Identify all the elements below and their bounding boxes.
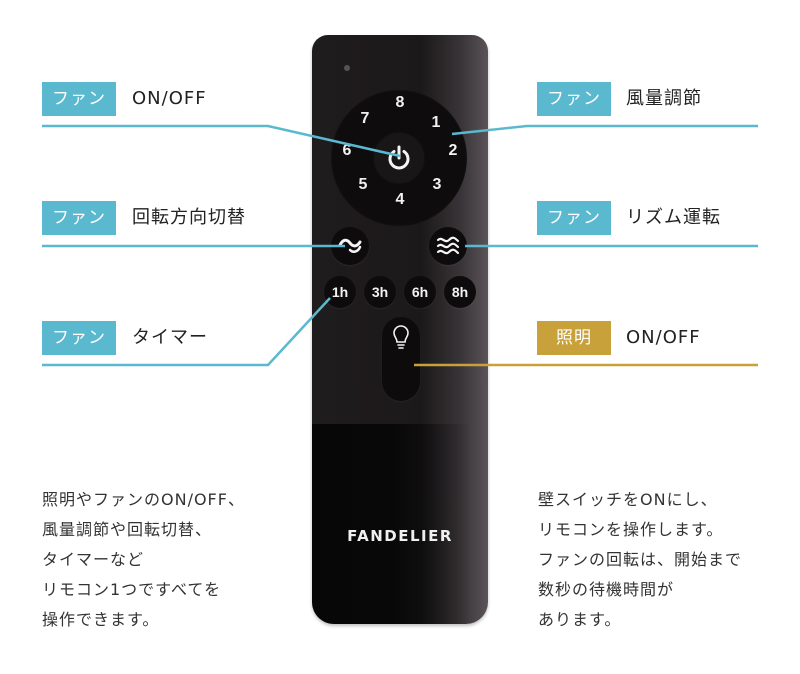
led-indicator <box>344 65 350 71</box>
rotation-direction-button[interactable] <box>331 227 369 265</box>
fan-tag: ファン <box>42 201 116 235</box>
fan-speed-label: 風量調節 <box>626 88 702 109</box>
speed-1-button[interactable]: 1 <box>431 114 441 131</box>
description-right: 壁スイッチをONにし、 リモコンを操作します。 ファンの回転は、開始まで 数秒の… <box>538 490 743 629</box>
speed-3-button[interactable]: 3 <box>432 176 442 193</box>
rhythm-mode-button[interactable] <box>429 227 467 265</box>
timer-8h-button[interactable]: 8h <box>444 276 476 308</box>
remote-control: 1 2 3 4 5 6 7 8 1h 3h 6h 8h <box>312 35 488 624</box>
light-power-button[interactable] <box>382 317 420 401</box>
power-icon <box>388 145 410 170</box>
speed-7-button[interactable]: 7 <box>360 110 370 127</box>
brand-logo: FANDELIER <box>347 527 453 545</box>
description-left: 照明やファンのON/OFF、 風量調節や回転切替、 タイマーなど リモコン1つで… <box>42 490 245 629</box>
wave-icon <box>436 236 460 255</box>
fan-tag: ファン <box>42 321 116 355</box>
fan-power-label: ON/OFF <box>132 88 207 109</box>
light-power-label: ON/OFF <box>626 327 701 348</box>
fan-tag: ファン <box>537 82 611 116</box>
rotation-switch-icon <box>338 238 362 253</box>
speed-4-button[interactable]: 4 <box>395 191 405 208</box>
fan-direction-label: 回転方向切替 <box>132 207 246 228</box>
fan-timer-label: タイマー <box>132 327 208 348</box>
speed-6-button[interactable]: 6 <box>342 142 352 159</box>
light-tag: 照明 <box>537 321 611 355</box>
leader-line-fan-speed <box>451 124 758 136</box>
timer-6h-button[interactable]: 6h <box>404 276 436 308</box>
fan-speed-dial[interactable]: 1 2 3 4 5 6 7 8 <box>331 90 467 226</box>
timer-3h-button[interactable]: 3h <box>364 276 396 308</box>
timer-1h-button[interactable]: 1h <box>324 276 356 308</box>
light-bulb-icon <box>393 325 409 349</box>
fan-power-button[interactable] <box>374 133 424 183</box>
speed-5-button[interactable]: 5 <box>358 176 368 193</box>
speed-2-button[interactable]: 2 <box>448 142 458 159</box>
fan-tag: ファン <box>537 201 611 235</box>
fan-rhythm-label: リズム運転 <box>626 207 721 228</box>
fan-tag: ファン <box>42 82 116 116</box>
speed-8-button[interactable]: 8 <box>395 94 405 111</box>
